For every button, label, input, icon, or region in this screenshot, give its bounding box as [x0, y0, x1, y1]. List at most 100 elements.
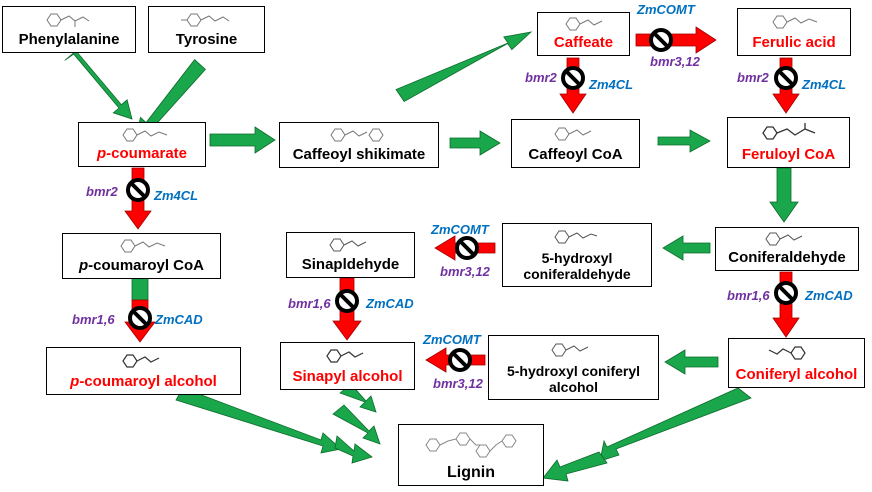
prohibition-icon	[774, 281, 798, 305]
node-caffeate: Caffeate	[537, 12, 630, 56]
gene-label-zm4cl-caffeate: Zm4CL	[589, 77, 634, 92]
p-coumaroyl-alcohol-structure-icon	[47, 348, 240, 374]
ferulic-acid-structure-icon	[738, 9, 850, 35]
prohibition-icon	[774, 66, 798, 90]
lignin-structure-icon	[399, 425, 543, 465]
node-coniferaldehyde: Coniferaldehyde	[715, 227, 859, 271]
p-coumaroyl-coa-prefix: p	[78, 257, 89, 274]
p-coumarate-label: p-coumarate	[97, 146, 187, 166]
p-coumaroyl-alcohol-suffix: -coumaroyl alcohol	[79, 373, 217, 390]
arrow-coniferylalcohol-to-lignin-2	[542, 451, 608, 482]
feruloyl-coa-label: Feruloyl CoA	[741, 146, 836, 163]
caffeate-structure-icon	[538, 13, 629, 35]
gene-label-zm4cl-ferulic: Zm4CL	[802, 77, 847, 92]
p-coumaroyl-coa-label: p-coumaroyl CoA	[79, 258, 204, 278]
gene-label-zmcad-coumaroyl: ZmCAD	[155, 312, 203, 327]
node-feruloyl-coa: Feruloyl CoA	[727, 117, 850, 168]
mutant-label-bmr2-coumarate: bmr2	[86, 184, 118, 199]
arrow-pcoumaroylcoa-to-pcoumaroylalcohol-green	[131, 277, 149, 301]
arrow-coniferaldehyde-to-hydroxyconiferaldehyde	[662, 235, 711, 261]
arrow-pcoumaroylalcohol-to-lignin-2	[334, 435, 373, 464]
arrow-coniferylalcohol-to-hydroxyconiferyl	[664, 349, 719, 375]
node-caffeoyl-coa: Caffeoyl CoA	[511, 119, 640, 168]
prohibition-icon	[126, 178, 150, 202]
arrow-phenylalanine-to-coumarate	[64, 50, 133, 120]
coniferyl-alcohol-structure-icon	[729, 339, 864, 367]
arrow-pcoumaroylalcohol-to-lignin-1	[175, 387, 342, 454]
node-p-coumaroyl-alcohol: p-coumaroyl alcohol	[46, 347, 241, 395]
node-caffeoyl-shikimate: Caffeoyl shikimate	[279, 122, 439, 168]
coniferaldehyde-label: Coniferaldehyde	[728, 249, 846, 266]
node-5-hydroxyl-coniferaldehyde: 5-hydroxyl coniferaldehyde	[502, 223, 652, 287]
prohibition-icon	[335, 289, 359, 313]
mutant-label-bmr16-coumaroyl: bmr1,6	[72, 312, 115, 327]
mutant-label-bmr312-low: bmr3,12	[433, 376, 483, 391]
gene-label-zmcomt-mid: ZmCOMT	[431, 222, 489, 237]
arrow-shikimate-to-caffeoylcoa	[449, 130, 501, 156]
gene-label-zm4cl-coumarate: Zm4CL	[154, 188, 199, 203]
sinapaldehyde-structure-icon	[287, 233, 414, 257]
hydroxyl-coniferaldehyde-line2: coniferaldehyde	[523, 266, 631, 282]
caffeoyl-shikimate-structure-icon	[280, 123, 438, 147]
p-coumaroyl-alcohol-prefix: p	[70, 373, 80, 390]
hydroxyl-coniferyl-label: 5-hydroxyl coniferyl alcohol	[507, 363, 640, 399]
arrow-coniferylalcohol-to-lignin	[599, 387, 752, 462]
arrow-feruloylcoa-to-coniferaldehyde	[769, 167, 799, 223]
arrow-sinapylalcohol-to-lignin-2	[332, 404, 381, 445]
node-sinapyl-alcohol: Sinapyl alcohol	[280, 342, 415, 390]
hydroxyl-coniferyl-structure-icon	[489, 336, 658, 363]
prohibition-icons	[126, 28, 798, 372]
p-coumaroyl-coa-structure-icon	[63, 234, 220, 258]
coniferyl-alcohol-label: Coniferyl alcohol	[735, 366, 858, 383]
node-sinapaldehyde: Sinapldehyde	[286, 232, 415, 278]
coniferaldehyde-structure-icon	[716, 228, 858, 250]
sinapyl-alcohol-structure-icon	[281, 343, 414, 369]
node-ferulic-acid: Ferulic acid	[737, 8, 851, 56]
caffeoyl-coa-structure-icon	[512, 120, 639, 147]
hydroxyl-coniferyl-line1: 5-hydroxyl coniferyl	[506, 363, 641, 379]
hydroxyl-coniferaldehyde-structure-icon	[503, 224, 651, 250]
node-p-coumaroyl-coa: p-coumaroyl CoA	[62, 233, 221, 279]
p-coumarate-suffix: -coumarate	[106, 145, 188, 162]
mutant-label-bmr2-caffeate: bmr2	[525, 70, 557, 85]
prohibition-icon	[561, 66, 585, 90]
sinapyl-alcohol-label: Sinapyl alcohol	[292, 368, 403, 385]
node-p-coumarate: p-coumarate	[78, 122, 206, 167]
node-tyrosine: Tyrosine	[148, 6, 265, 53]
node-coniferyl-alcohol: Coniferyl alcohol	[728, 338, 865, 388]
phenylalanine-structure-icon	[3, 7, 135, 32]
hydroxyl-coniferaldehyde-line1: 5-hydroxyl	[541, 250, 613, 266]
mutant-label-bmr2-ferulic: bmr2	[737, 70, 769, 85]
gene-label-zmcomt-low: ZmCOMT	[423, 332, 481, 347]
phenylalanine-label: Phenylalanine	[18, 31, 120, 48]
caffeoyl-coa-label: Caffeoyl CoA	[528, 146, 623, 163]
p-coumaroyl-alcohol-label: p-coumaroyl alcohol	[70, 374, 217, 394]
mutant-label-bmr312-mid: bmr3,12	[440, 264, 490, 279]
sinapaldehyde-label: Sinapldehyde	[301, 256, 400, 273]
p-coumaroyl-coa-suffix: -coumaroyl CoA	[88, 257, 205, 274]
prohibition-icon	[448, 348, 472, 372]
mutant-label-bmr16-sinap: bmr1,6	[288, 296, 331, 311]
caffeate-label: Caffeate	[553, 34, 614, 51]
p-coumarate-structure-icon	[79, 123, 205, 146]
arrow-caffeate-to-ferulic-blocked	[635, 26, 717, 54]
caffeoyl-shikimate-label: Caffeoyl shikimate	[292, 146, 426, 163]
node-phenylalanine: Phenylalanine	[2, 6, 136, 53]
prohibition-icon	[455, 236, 479, 260]
gene-label-zmcad-sinap: ZmCAD	[366, 296, 414, 311]
prohibition-icon	[649, 28, 673, 52]
lignin-label: Lignin	[447, 464, 495, 481]
feruloyl-coa-structure-icon	[728, 118, 849, 147]
node-5-hydroxyl-coniferyl-alcohol: 5-hydroxyl coniferyl alcohol	[488, 335, 659, 400]
arrow-shikimate-to-caffeate	[395, 31, 533, 103]
mutant-label-bmr16-conifer: bmr1,6	[727, 288, 770, 303]
gene-label-zmcomt-top: ZmCOMT	[637, 2, 695, 17]
tyrosine-structure-icon	[149, 7, 264, 32]
tyrosine-label: Tyrosine	[175, 31, 238, 48]
gene-label-zmcad-conifer: ZmCAD	[805, 288, 853, 303]
arrow-coumarate-to-shikimate	[209, 126, 276, 154]
arrow-caffeoylcoa-to-feruloylcoa	[657, 129, 711, 153]
mutant-label-bmr312-top: bmr3,12	[650, 54, 700, 69]
